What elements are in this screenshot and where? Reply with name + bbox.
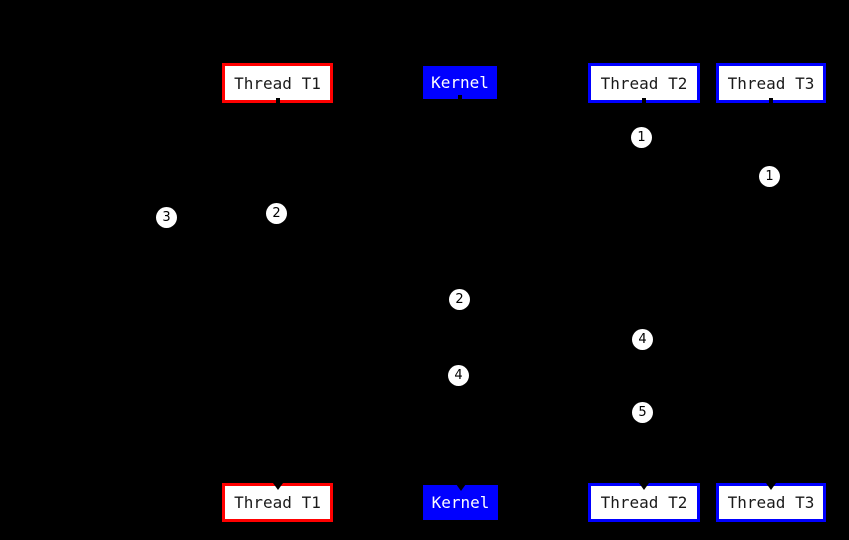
event-badge: 5 (632, 402, 653, 423)
event-badge: 1 (759, 166, 780, 187)
event-badge: 2 (449, 289, 470, 310)
node-label: Thread T1 (234, 493, 321, 512)
edge-stub (769, 98, 773, 104)
node-kernel-top: Kernel (423, 66, 497, 101)
edge-stub (275, 98, 280, 104)
node-label: Thread T2 (600, 493, 688, 512)
event-badge-number: 4 (454, 368, 463, 383)
event-badge: 3 (156, 207, 177, 228)
node-label: Thread T3 (727, 73, 815, 93)
event-badge-number: 1 (765, 169, 774, 184)
arrowhead-notch (272, 483, 283, 490)
arrowhead-notch (766, 483, 776, 490)
event-badge-number: 2 (455, 292, 464, 307)
event-badge: 4 (632, 329, 653, 350)
node-thread-t2-top: Thread T2 (588, 63, 700, 104)
node-kernel-bottom: Kernel (423, 484, 498, 520)
node-label: Thread T3 (727, 493, 815, 512)
event-badge-number: 2 (272, 206, 281, 221)
event-badge-number: 3 (162, 210, 171, 225)
event-badge: 4 (448, 365, 469, 386)
node-label: Thread T1 (234, 73, 321, 93)
node-thread-t3-bottom: Thread T3 (716, 483, 826, 522)
edge-stub (458, 95, 462, 101)
arrowhead-notch (455, 484, 466, 491)
arrowhead-notch (639, 483, 649, 490)
node-label: Thread T2 (600, 73, 688, 93)
node-label: Kernel (431, 73, 489, 92)
event-badge: 1 (631, 127, 652, 148)
event-badge-number: 5 (638, 405, 647, 420)
edge-stub (642, 98, 646, 104)
event-badge-number: 1 (637, 130, 646, 145)
node-thread-t3-top: Thread T3 (716, 63, 826, 104)
node-thread-t1-top: Thread T1 (222, 63, 333, 104)
node-thread-t1-bottom: Thread T1 (222, 483, 333, 522)
event-badge-number: 4 (638, 332, 647, 347)
event-badge: 2 (266, 203, 287, 224)
node-thread-t2-bottom: Thread T2 (588, 483, 700, 522)
node-label: Kernel (431, 493, 490, 512)
